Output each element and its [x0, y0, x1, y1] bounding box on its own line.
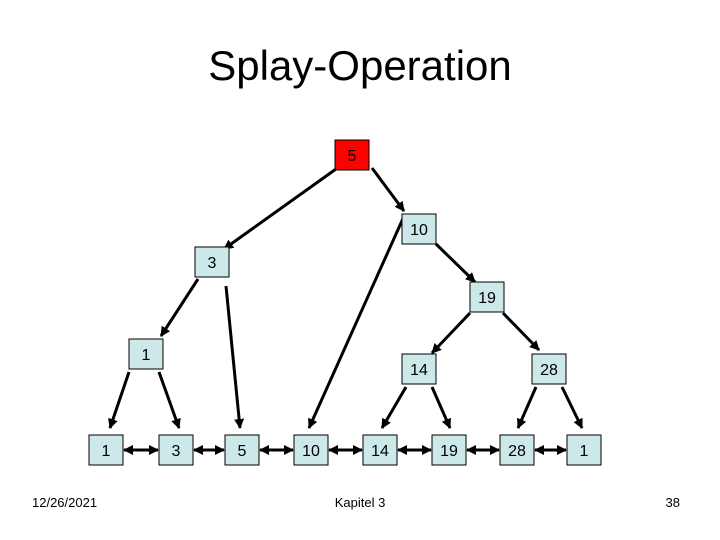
edge-19-28 — [501, 311, 541, 352]
tree-node-14-5-label: 14 — [410, 362, 428, 379]
leaf-node-2: 5 — [224, 434, 260, 466]
leaf-node-4-label: 14 — [371, 443, 389, 460]
tree-node-3-2-box — [194, 246, 230, 278]
edge-14-leaf19 — [430, 386, 452, 429]
leaf-node-4-box — [362, 434, 398, 466]
leaf-node-5: 19 — [431, 434, 467, 466]
tree-node-1-4: 1 — [128, 338, 164, 370]
footer-chapter: Kapitel 3 — [334, 495, 386, 510]
leaf-node-0-label: 1 — [102, 443, 111, 460]
edge-28-leaf28 — [516, 386, 538, 429]
leaf-node-7-label: 1 — [580, 443, 589, 460]
footer-page-number: 38 — [665, 495, 680, 510]
leaf-node-6: 28 — [499, 434, 535, 466]
tree-node-19-3-box — [469, 281, 505, 313]
tree-node-5-0: 5 — [334, 139, 370, 171]
edge-1-leaf3 — [157, 371, 181, 429]
tree-node-28-6: 28 — [531, 353, 567, 385]
edge-14-leaf14 — [380, 386, 408, 429]
tree-node-28-6-box — [531, 353, 567, 385]
tree-node-5-0-box — [334, 139, 370, 171]
tree-node-19-3: 19 — [469, 281, 505, 313]
footer-date: 12/26/2021 — [32, 495, 98, 510]
tree-node-1-4-label: 1 — [142, 347, 151, 364]
leaf-node-5-label: 19 — [440, 443, 458, 460]
leaf-node-1-box — [158, 434, 194, 466]
leaf-node-0: 1 — [88, 434, 124, 466]
leaf-node-4: 14 — [362, 434, 398, 466]
leaf-node-5-box — [431, 434, 467, 466]
leaf-node-3: 10 — [293, 434, 329, 466]
edge-19-14 — [430, 311, 472, 355]
tree-node-3-2: 3 — [194, 246, 230, 278]
tree-node-1-4-box — [128, 338, 164, 370]
slide-title: Splay-Operation — [208, 42, 512, 89]
leaf-node-7-box — [566, 434, 602, 466]
edge-10-19 — [434, 242, 477, 284]
tree-node-10-1: 10 — [401, 213, 437, 245]
leaf-node-3-label: 10 — [302, 443, 320, 460]
tree-node-28-6-label: 28 — [540, 362, 558, 379]
tree-node-5-0-label: 5 — [348, 148, 357, 165]
tree-node-19-3-label: 19 — [478, 290, 496, 307]
edge-5-3 — [223, 167, 337, 251]
leaf-node-1: 3 — [158, 434, 194, 466]
leaf-node-7: 1 — [566, 434, 602, 466]
tree-node-3-2-label: 3 — [208, 255, 217, 272]
tree-node-10-1-label: 10 — [410, 222, 428, 239]
edge-28-leafend — [560, 386, 584, 429]
tree-node-10-1-box — [401, 213, 437, 245]
leaf-node-2-box — [224, 434, 260, 466]
leaf-node-6-box — [499, 434, 535, 466]
leaf-node-1-label: 3 — [172, 443, 181, 460]
leaf-node-2-label: 5 — [238, 443, 247, 460]
edge-1-leaf1 — [108, 371, 131, 429]
leaf-node-6-label: 28 — [508, 443, 526, 460]
tree-node-14-5: 14 — [401, 353, 437, 385]
tree-node-14-5-box — [401, 353, 437, 385]
edge-3-1 — [159, 278, 200, 337]
edge-3-leaf5 — [224, 285, 245, 429]
leaf-node-3-box — [293, 434, 329, 466]
leaf-node-0-box — [88, 434, 124, 466]
edge-10-leaf10 — [307, 213, 407, 429]
edge-5-10 — [370, 167, 406, 212]
